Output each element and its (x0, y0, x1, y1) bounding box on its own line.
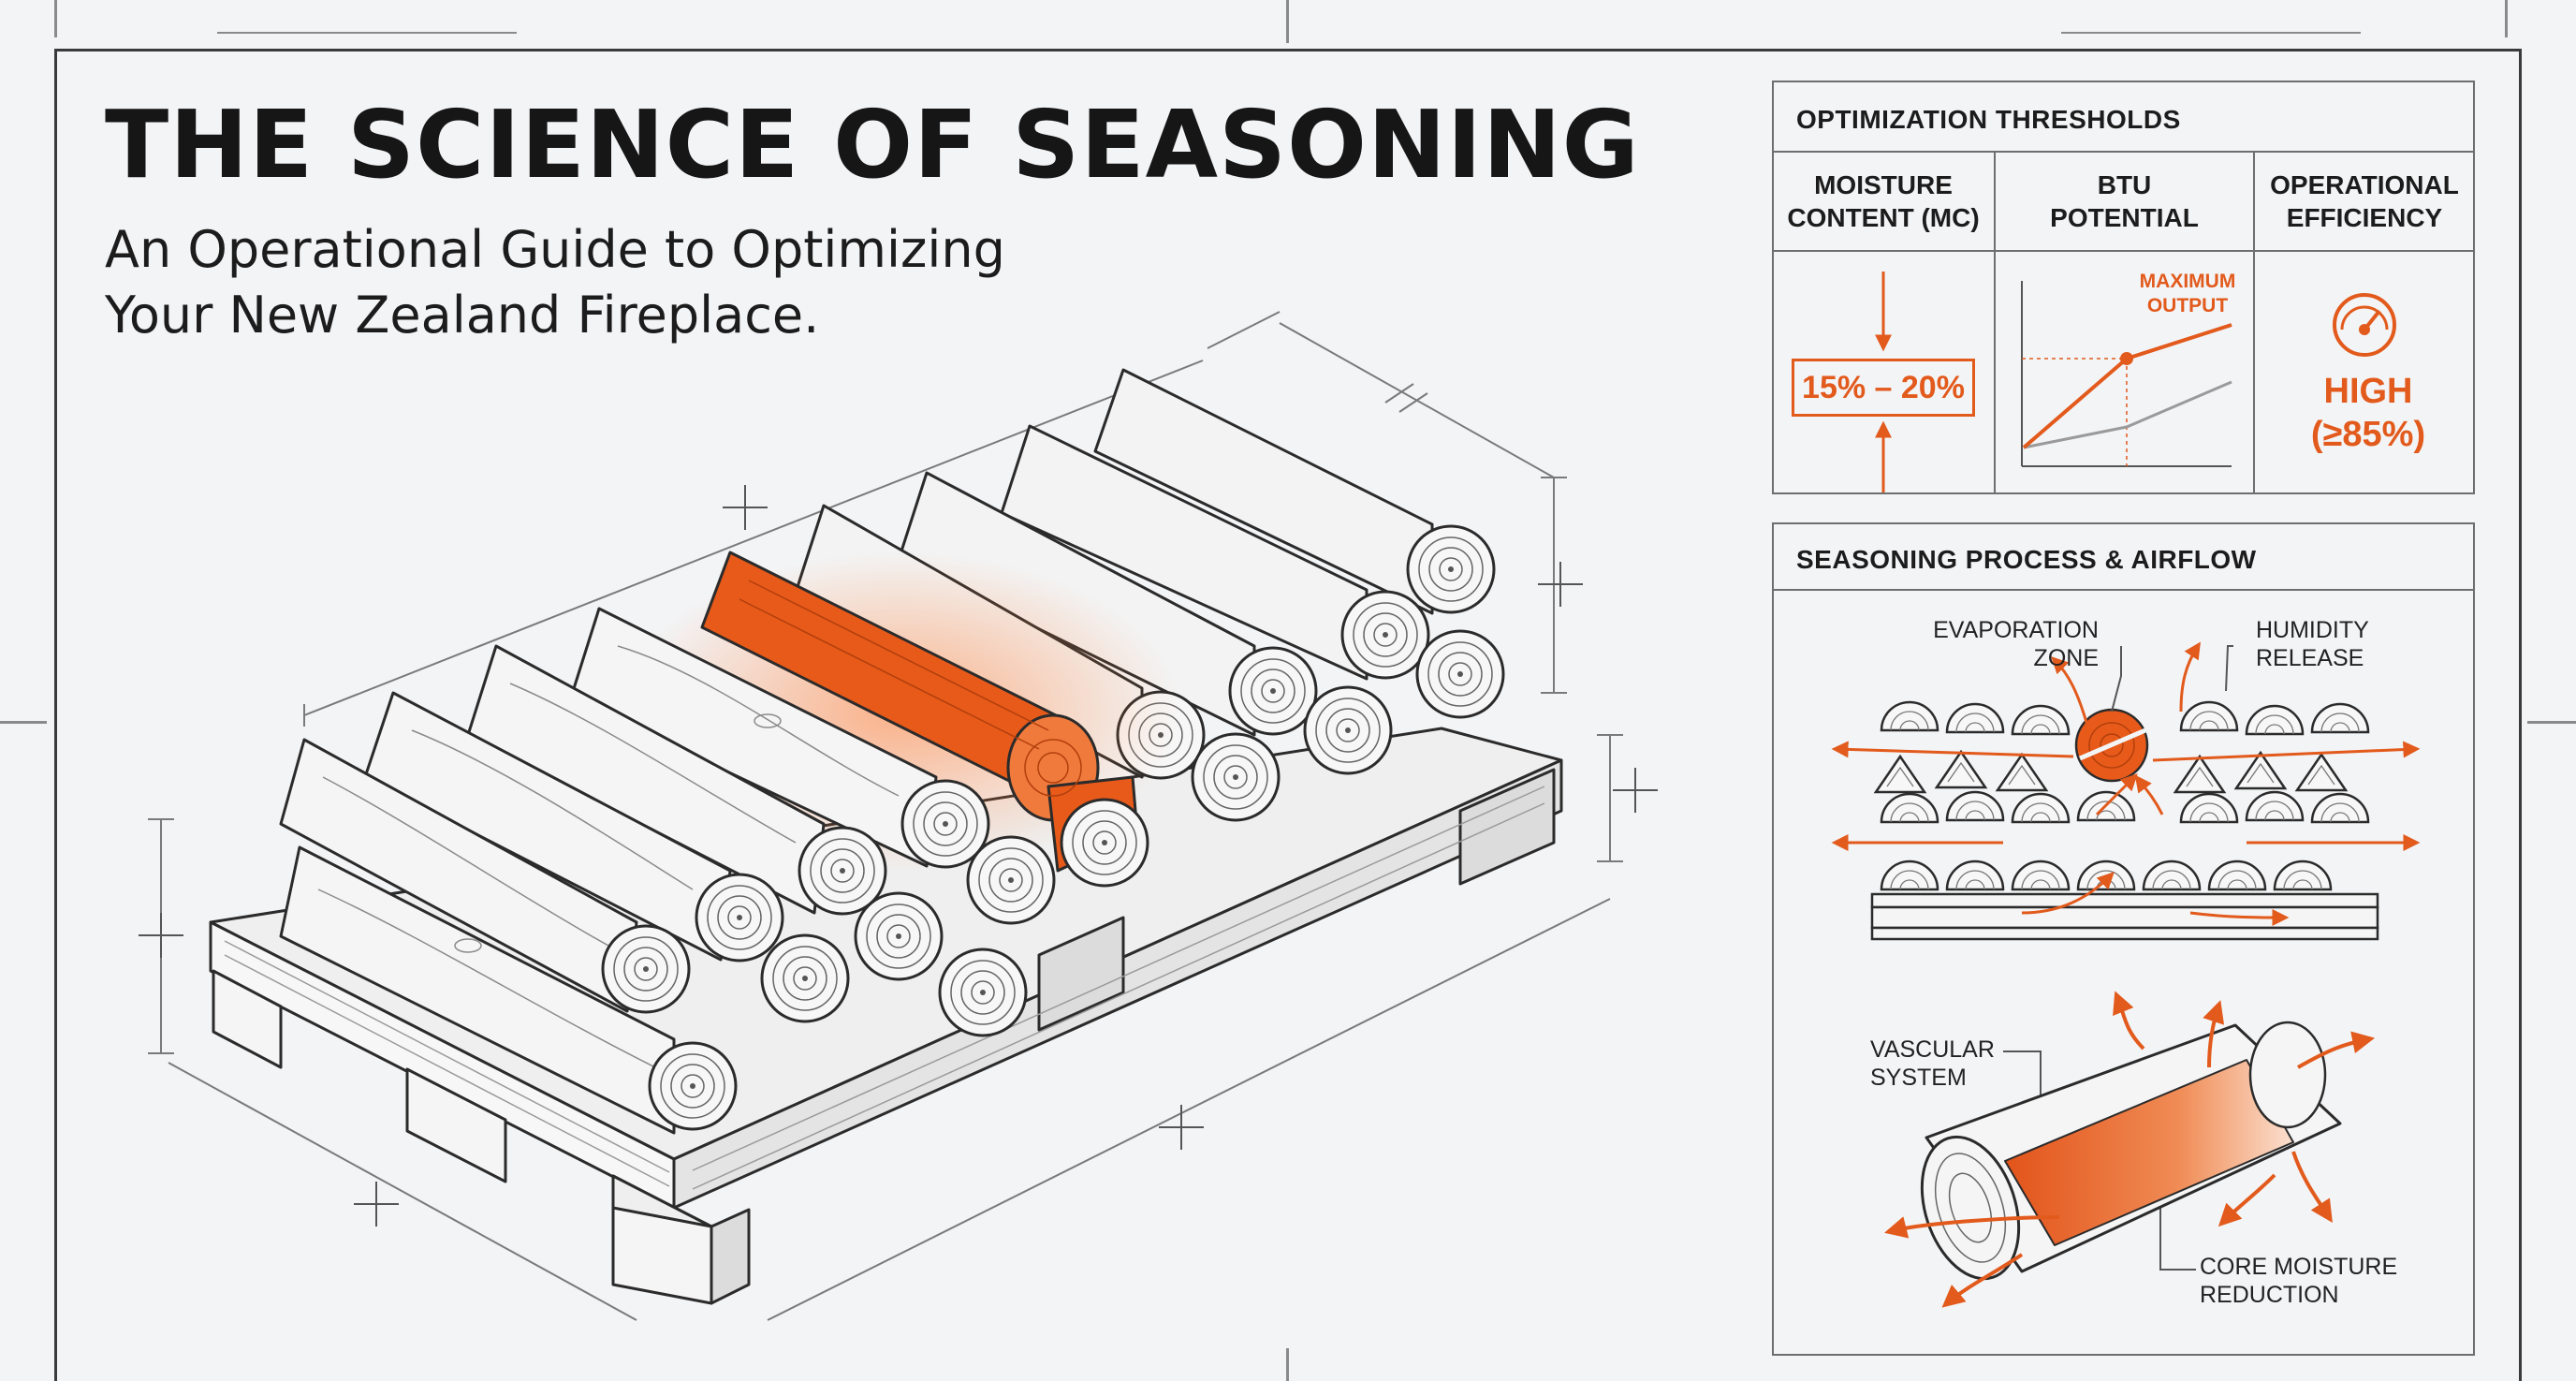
frame-tick (0, 721, 47, 724)
label-line: HUMIDITY (2256, 617, 2369, 643)
process-panel: SEASONING PROCESS & AIRFLOW (1772, 522, 2475, 1356)
frame-tick (1286, 0, 1289, 43)
thresholds-panel: OPTIMIZATION THRESHOLDS (1772, 81, 2475, 494)
humidity-release-label: HUMIDITY RELEASE (2256, 616, 2369, 672)
efficiency-value: HIGH (≥85%) (2275, 370, 2462, 456)
frame-tick (2061, 32, 2361, 34)
frame-tick (217, 32, 517, 34)
max-output-label: MAXIMUM OUTPUT (2117, 270, 2258, 318)
value-line: HIGH (2323, 372, 2413, 411)
label-line: RELEASE (2256, 645, 2364, 671)
label-line: MAXIMUM (2139, 271, 2236, 292)
frame-tick (1286, 1348, 1289, 1381)
thresholds-title: OPTIMIZATION THRESHOLDS (1796, 105, 2181, 134)
core-moisture-label: CORE MOISTURE REDUCTION (2200, 1253, 2397, 1309)
header-line: EFFICIENCY (2286, 203, 2443, 232)
btu-column-header: BTU POTENTIAL (1995, 169, 2254, 234)
header-line: BTU (2097, 170, 2152, 199)
header-line: OPERATIONAL (2270, 170, 2459, 199)
header-line: MOISTURE (1814, 170, 1953, 199)
page-subtitle: An Operational Guide to Optimizing Your … (105, 217, 1041, 348)
process-title: SEASONING PROCESS & AIRFLOW (1796, 545, 2257, 574)
frame-tick (54, 0, 57, 37)
label-line: EVAPORATION (1933, 617, 2099, 643)
efficiency-column-header: OPERATIONAL EFFICIENCY (2254, 169, 2475, 234)
label-line: SYSTEM (1870, 1065, 1967, 1091)
value-line: (≥85%) (2310, 415, 2426, 454)
header-line: POTENTIAL (2050, 203, 2199, 232)
evaporation-zone-label: EVAPORATION ZONE (1930, 616, 2099, 672)
vascular-system-label: VASCULAR SYSTEM (1870, 1036, 1995, 1092)
moisture-range-badge: 15% – 20% (1792, 359, 1975, 417)
label-line: VASCULAR (1870, 1036, 1995, 1063)
label-line: CORE MOISTURE (2200, 1254, 2398, 1280)
label-line: REDUCTION (2200, 1282, 2339, 1308)
label-line: ZONE (2033, 645, 2099, 671)
btu-chart (2021, 281, 2232, 467)
moisture-column-header: MOISTURE CONTENT (MC) (1772, 169, 1995, 234)
blueprint-frame (54, 49, 2522, 1381)
frame-tick (2505, 0, 2508, 37)
header-line: CONTENT (MC) (1787, 203, 1980, 232)
subtitle-line: Your New Zealand Fireplace. (105, 286, 820, 345)
frame-tick (2527, 721, 2576, 724)
label-line: OUTPUT (2146, 295, 2229, 316)
subtitle-line: An Operational Guide to Optimizing (105, 220, 1005, 279)
gauge-icon (2333, 293, 2396, 357)
page-title: THE SCIENCE OF SEASONING (105, 90, 1640, 199)
